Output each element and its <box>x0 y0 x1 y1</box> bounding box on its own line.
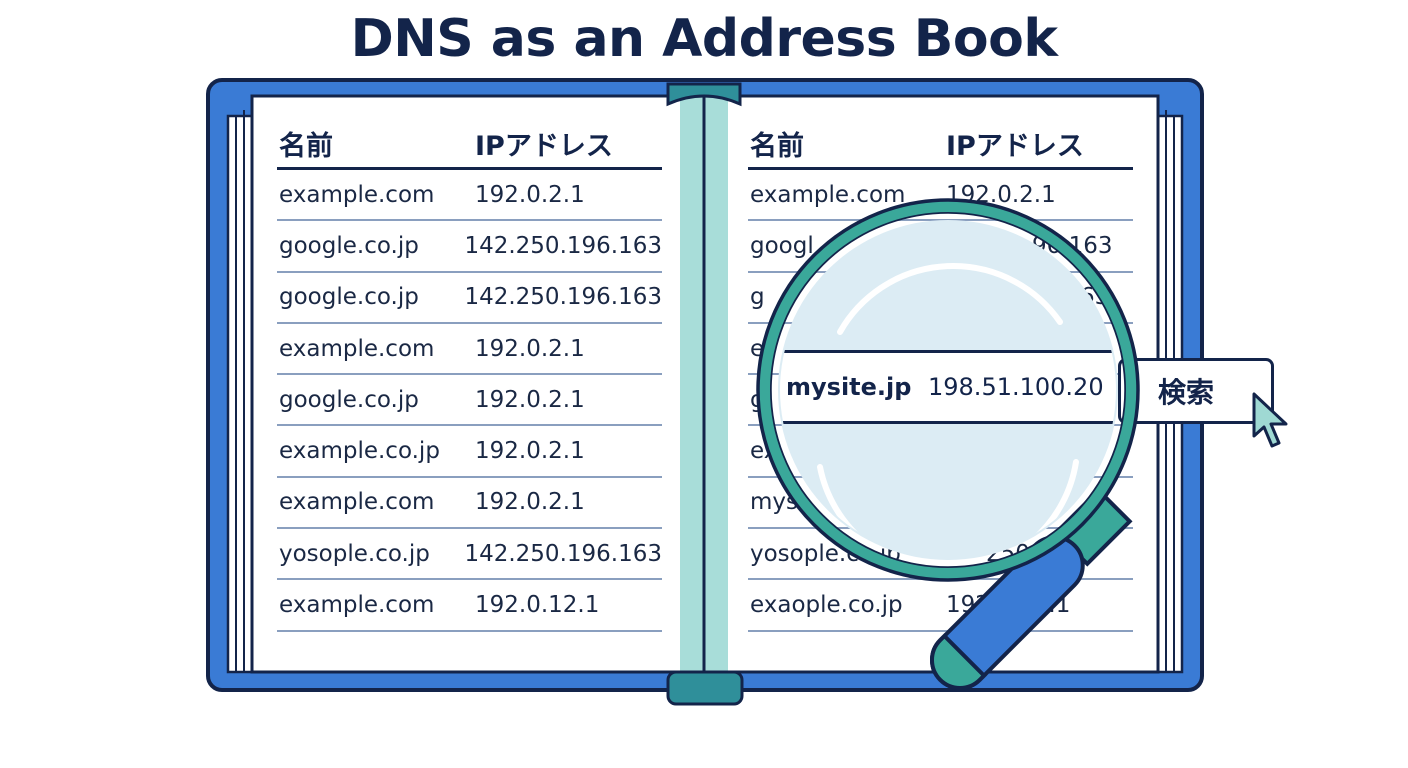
table-row: google.co.jp 142.250.196.163 <box>277 221 662 273</box>
ip-column-header: IPアドレス <box>946 131 1084 162</box>
page-title: DNS as an Address Book <box>350 9 1058 69</box>
lens-view: mysite.jp 198.51.100.20 <box>780 222 1116 558</box>
domain-name: google.co.jp <box>279 232 419 259</box>
found-domain-name: mysite.jp <box>786 373 912 401</box>
domain-name: yosople.co.jp <box>279 540 430 567</box>
table-row: example.com 192.0.2.1 <box>277 170 662 222</box>
domain-name: example.com <box>279 489 435 516</box>
left-page-table: 名前 IPアドレス example.com 192.0.2.1 google.co… <box>277 120 662 632</box>
ip-address: 142.250.196.163 <box>464 540 662 567</box>
ip-address: 192.0.2.1 <box>475 181 585 208</box>
domain-name: google.co.jp <box>279 284 419 311</box>
domain-name: example.com <box>279 592 435 619</box>
table-row: google.co.jp 142.250.196.163 <box>277 273 662 324</box>
ip-address: 192.0.2.1 <box>475 386 585 413</box>
ip-address: 192.0.12.1 <box>475 592 600 619</box>
domain-name: example.com <box>279 181 435 208</box>
ip-address: 192.0.2.1 <box>475 438 585 465</box>
lens-result-row: mysite.jp 198.51.100.20 <box>780 350 1116 424</box>
pointer-cursor-icon <box>1252 392 1288 448</box>
found-ip-address: 198.51.100.20 <box>928 373 1104 401</box>
left-page <box>250 94 706 674</box>
table-header: 名前 IPアドレス <box>748 120 1133 170</box>
ip-address: 142.250.196.163 <box>464 232 662 259</box>
table-row: example.com 192.0.2.1 <box>277 478 662 530</box>
table-row: yosople.co.jp 142.250.196.163 <box>277 529 662 581</box>
ip-address: 192.0.2.1 <box>475 489 585 516</box>
table-row: example.com 192.0.2.1 <box>277 324 662 376</box>
table-row: example.co.jp 192.0.2.1 <box>277 426 662 478</box>
domain-name: example.co.jp <box>279 438 440 465</box>
table-row: example.com 192.0.12.1 <box>277 580 662 632</box>
ip-address: 142.250.196.163 <box>464 284 662 311</box>
name-column-header: 名前 <box>750 131 804 162</box>
ip-address: 192.0.2.1 <box>475 335 585 362</box>
name-column-header: 名前 <box>279 131 333 162</box>
table-row: google.co.jp 192.0.2.1 <box>277 375 662 427</box>
domain-name: example.com <box>279 335 435 362</box>
table-header: 名前 IPアドレス <box>277 120 662 170</box>
search-button[interactable]: 検索 <box>1118 358 1274 424</box>
domain-name: exaople.co.jp <box>750 592 903 619</box>
domain-name: google.co.jp <box>279 386 419 413</box>
ip-column-header: IPアドレス <box>475 131 613 162</box>
